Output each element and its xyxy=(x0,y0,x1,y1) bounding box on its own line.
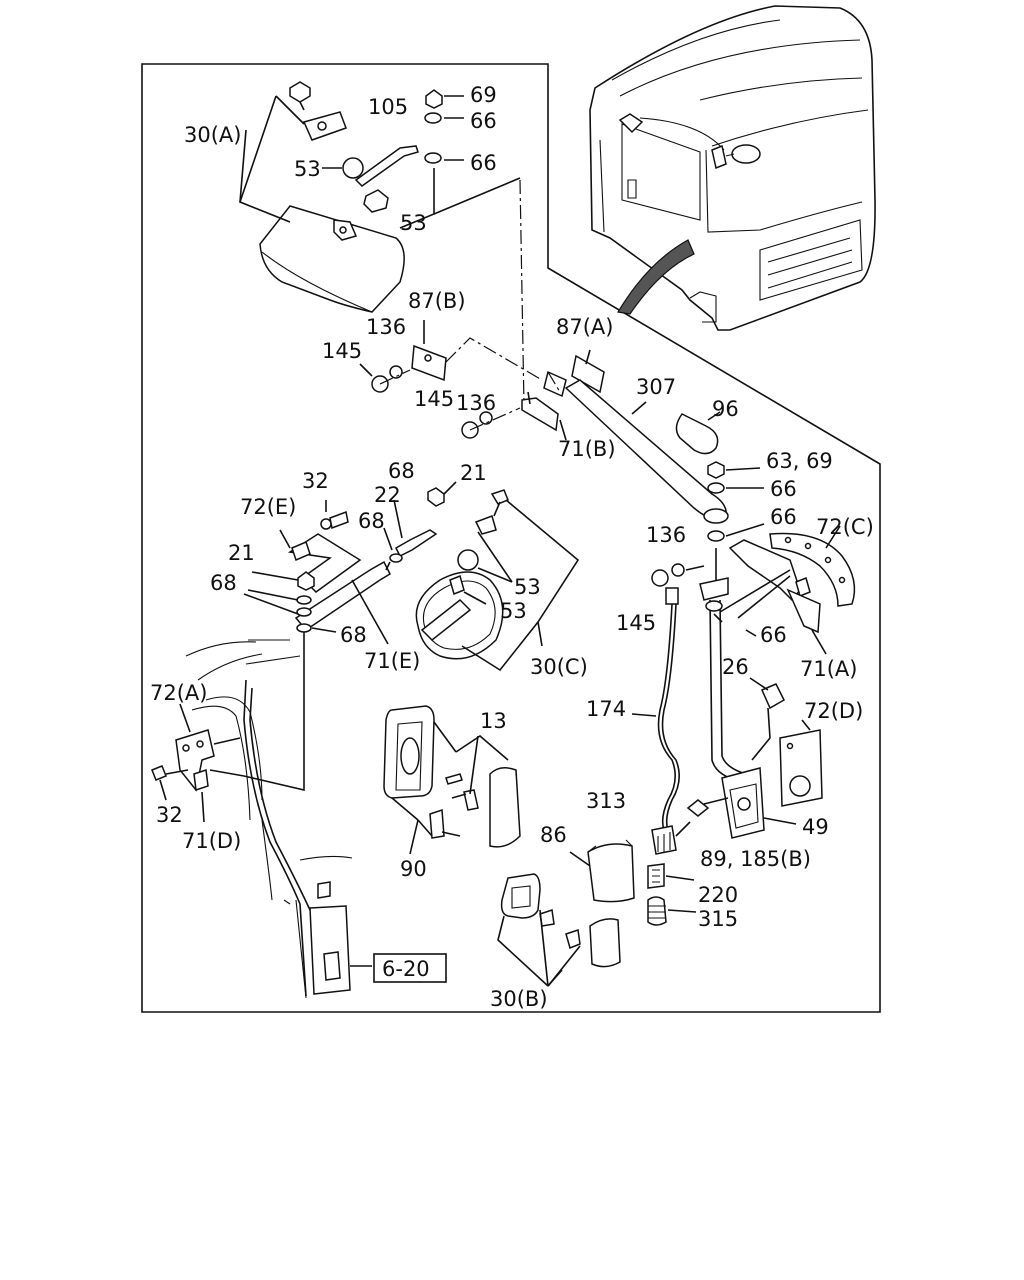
label-69-top: 69 xyxy=(470,83,497,107)
bracket-72d-group xyxy=(686,677,823,839)
label-71e: 71(E) xyxy=(364,649,420,673)
label-89-185b: 89, 185(B) xyxy=(700,847,811,871)
label-68-mid: 68 xyxy=(358,509,385,533)
label-90: 90 xyxy=(400,857,427,881)
label-63-69: 63, 69 xyxy=(766,449,833,473)
label-32-left: 32 xyxy=(156,803,183,827)
label-220: 220 xyxy=(698,883,738,907)
bracket-72a-group xyxy=(151,703,245,823)
label-87a: 87(A) xyxy=(556,315,613,339)
label-145-left: 145 xyxy=(322,339,362,363)
label-72a: 72(A) xyxy=(150,681,207,705)
label-21-left: 21 xyxy=(228,541,255,565)
mirror-assembly-30c xyxy=(415,489,580,672)
label-49: 49 xyxy=(802,815,829,839)
label-53-right: 53 xyxy=(400,211,427,235)
label-53-center2: 53 xyxy=(500,599,527,623)
label-71d: 71(D) xyxy=(182,829,241,853)
label-53-center1: 53 xyxy=(514,575,541,599)
label-71a: 71(A) xyxy=(800,657,857,681)
cab-side-panel xyxy=(185,639,372,999)
right-stay-assembly xyxy=(651,525,856,783)
label-307: 307 xyxy=(636,375,676,399)
nut-washer-stack-top xyxy=(399,89,525,407)
label-21-top: 21 xyxy=(460,461,487,485)
bracket-87b-group xyxy=(359,320,543,439)
mirror-stay-307 xyxy=(521,349,729,524)
label-30a: 30(A) xyxy=(184,123,241,147)
wiring-harness-174 xyxy=(631,587,697,926)
label-313: 313 xyxy=(586,789,626,813)
label-66-right1: 66 xyxy=(770,477,797,501)
label-72d: 72(D) xyxy=(804,699,863,723)
left-stay-71e xyxy=(243,481,457,792)
diagram-frame xyxy=(141,63,881,1013)
label-30b: 30(B) xyxy=(490,987,548,1011)
label-66-second: 66 xyxy=(470,151,497,175)
label-136-mid: 136 xyxy=(456,391,496,415)
label-136-left: 136 xyxy=(366,315,406,339)
label-22: 22 xyxy=(374,483,401,507)
label-71b: 71(B) xyxy=(558,437,616,461)
label-87b: 87(B) xyxy=(408,289,466,313)
label-13: 13 xyxy=(480,709,507,733)
truck-cab-illustration xyxy=(589,5,876,331)
label-72c: 72(C) xyxy=(816,515,874,539)
label-145-mid: 145 xyxy=(414,387,454,411)
label-72e: 72(E) xyxy=(240,495,296,519)
label-105: 105 xyxy=(368,95,408,119)
label-32-top: 32 xyxy=(302,469,329,493)
reference-box-6-20 xyxy=(373,953,447,983)
label-86: 86 xyxy=(540,823,567,847)
mirror-assembly-30a xyxy=(238,81,419,313)
label-68-top: 68 xyxy=(388,459,415,483)
label-53-left: 53 xyxy=(294,157,321,181)
label-66-right2: 66 xyxy=(770,505,797,529)
lamp-bulb-96 xyxy=(675,411,765,542)
label-6-20: 6-20 xyxy=(382,957,430,981)
label-68-left: 68 xyxy=(210,571,237,595)
side-marker-lamp xyxy=(383,705,521,855)
label-136-right: 136 xyxy=(646,523,686,547)
label-30c: 30(C) xyxy=(530,655,588,679)
label-145-right: 145 xyxy=(616,611,656,635)
label-26: 26 xyxy=(722,655,749,679)
label-66-top: 66 xyxy=(470,109,497,133)
label-315: 315 xyxy=(698,907,738,931)
marker-lamp-30b xyxy=(497,839,635,987)
callout-labels: 30(A) 105 69 66 66 53 53 87(B) 136 145 1… xyxy=(150,83,874,1011)
label-66-right3: 66 xyxy=(760,623,787,647)
label-68-bottom: 68 xyxy=(340,623,367,647)
label-96: 96 xyxy=(712,397,739,421)
label-174: 174 xyxy=(586,697,626,721)
